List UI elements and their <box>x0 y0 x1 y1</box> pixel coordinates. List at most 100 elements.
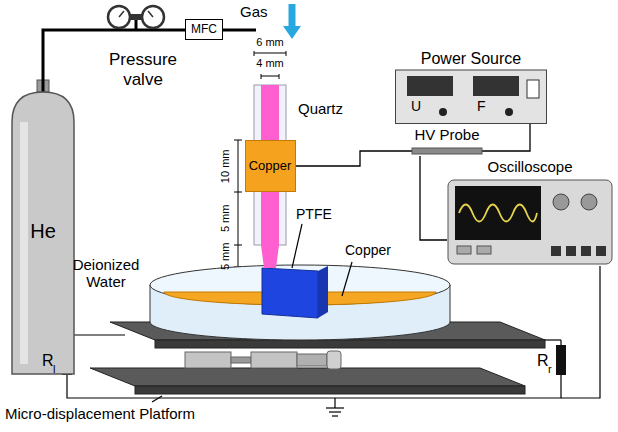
leader-line <box>342 262 352 296</box>
slider-block <box>185 352 231 368</box>
platform-plate-edge <box>135 386 525 394</box>
waveform <box>459 205 537 222</box>
gas-cylinder: He <box>12 92 74 374</box>
scope-port <box>596 246 606 256</box>
scope-knob <box>581 194 597 210</box>
gas-arrow <box>289 4 296 27</box>
copper-band <box>245 141 295 192</box>
wire <box>296 151 413 166</box>
scope-screen <box>455 186 541 240</box>
ground-symbol <box>329 411 341 412</box>
gauge-dial <box>108 6 130 28</box>
label: R <box>537 352 549 370</box>
label: 4 mm <box>256 57 284 70</box>
dimension-tick <box>286 51 287 56</box>
label: l <box>53 363 55 376</box>
label: 6 mm <box>256 36 284 49</box>
leader-line <box>152 396 162 402</box>
gauge-needle <box>148 11 153 17</box>
label: Copper <box>345 242 391 258</box>
resistor-symbol <box>556 345 566 375</box>
terminal <box>505 108 513 116</box>
platform-plate <box>90 368 525 386</box>
oscilloscope: Oscilloscope <box>447 158 613 266</box>
node-label: Power Source <box>395 50 547 68</box>
label: 5 mm <box>220 204 233 232</box>
node-text: U <box>411 98 421 114</box>
node-label: Oscilloscope <box>447 158 613 175</box>
display <box>473 76 519 96</box>
wire <box>560 340 561 345</box>
power-switch <box>527 80 539 98</box>
micrometer-knob <box>327 351 341 369</box>
wire <box>420 156 447 240</box>
scope-port <box>551 246 561 256</box>
ground-symbol <box>326 407 344 408</box>
ptfe-block <box>262 268 318 318</box>
gas-line <box>43 30 105 92</box>
cylinder-body <box>12 92 74 374</box>
dimension-tick <box>234 245 242 246</box>
leader-line <box>292 224 302 268</box>
pressure-valve: Pressure valve <box>105 4 181 100</box>
dimension-tick <box>254 51 255 56</box>
dimension-tick <box>261 74 262 79</box>
dish-wall <box>150 285 151 322</box>
scope-button <box>477 246 491 254</box>
ground-symbol <box>334 398 335 408</box>
scope-button <box>457 246 471 254</box>
scope-port <box>566 246 576 256</box>
wire <box>67 334 125 335</box>
ground-symbol <box>332 415 338 416</box>
valve-stem <box>135 20 138 30</box>
label: Quartz <box>298 100 343 117</box>
power-housing <box>396 70 547 124</box>
display <box>407 76 453 96</box>
wire <box>545 339 561 340</box>
dimension-tick <box>234 192 242 193</box>
node-label: Pressure valve <box>105 50 181 89</box>
lead-screw <box>231 357 251 363</box>
label: Micro-displacement Platform <box>5 405 195 422</box>
cylinder-highlight <box>20 122 28 364</box>
probe-bar <box>412 148 482 154</box>
label: 10 mm <box>220 149 233 183</box>
ptfe-block-side <box>318 266 328 318</box>
node-text: F <box>477 98 486 114</box>
terminal <box>439 108 447 116</box>
wire <box>482 124 530 151</box>
power-source: Power SourceU F <box>395 50 547 124</box>
label: 5 mm <box>220 242 233 270</box>
dimension-tick <box>279 74 280 79</box>
mfc-outline <box>186 20 223 40</box>
label: Deionized Water <box>66 256 146 291</box>
scope-housing <box>448 180 612 264</box>
mfc-box: MFC <box>185 19 223 40</box>
label: PTFE <box>296 206 332 222</box>
dimension-line <box>238 140 239 267</box>
scope-knob <box>553 194 569 210</box>
dimension-line <box>254 53 286 54</box>
hv-probe: HV Probe <box>412 126 482 156</box>
gas-line <box>222 29 256 32</box>
node-label: HV Probe <box>412 126 482 143</box>
copper-electrode: Copper <box>245 140 296 192</box>
dimension-line <box>261 76 279 77</box>
gauge-needle <box>119 11 124 17</box>
micrometer-barrel <box>297 354 327 366</box>
label: r <box>548 363 552 376</box>
gas-line <box>181 29 185 32</box>
node-label: He <box>12 220 74 243</box>
dimension-tick <box>234 140 242 141</box>
gas-arrow-head <box>283 26 301 39</box>
label: R <box>42 352 54 370</box>
plasma-jet <box>261 245 279 268</box>
gauge-dial <box>142 6 164 28</box>
wire <box>561 266 600 398</box>
platform-plate-edge <box>155 340 545 348</box>
node-label: MFC <box>191 23 217 37</box>
label: Gas <box>240 3 268 20</box>
node-label: Copper <box>249 159 292 174</box>
scope-port <box>581 246 591 256</box>
